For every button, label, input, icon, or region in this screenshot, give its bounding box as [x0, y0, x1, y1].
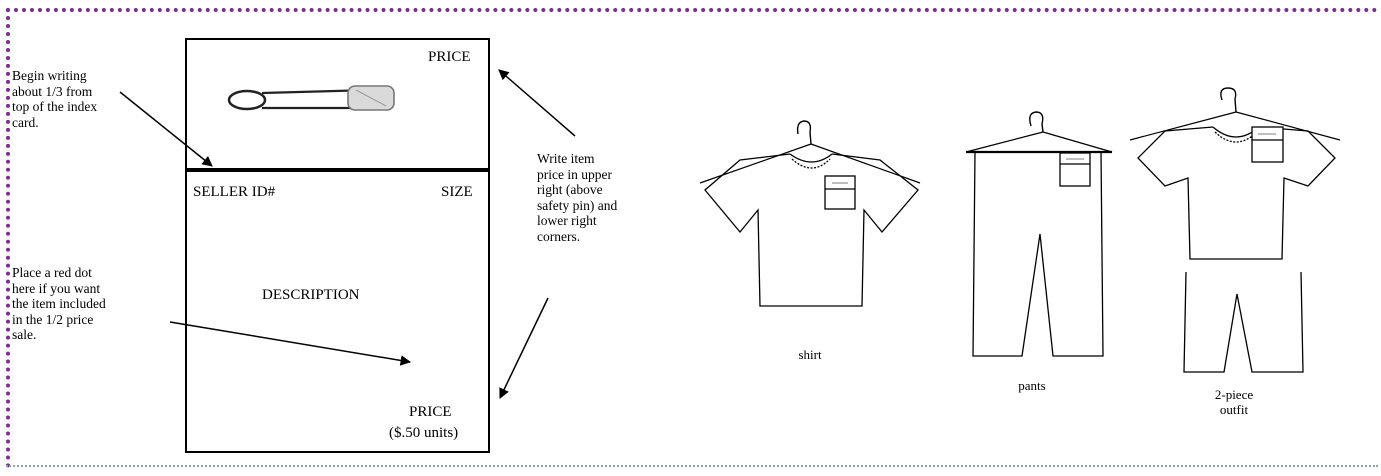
price-tag-icon: [1252, 127, 1283, 162]
hanger-icon: [798, 121, 811, 144]
hanger-icon: [1030, 112, 1043, 132]
caption-pants: pants: [1002, 378, 1062, 393]
caption-line: 2-piece: [1194, 387, 1274, 402]
outfit-drawing: [1130, 88, 1340, 372]
caption-outfit: 2-piece outfit: [1194, 387, 1274, 417]
arrow-price-top: [499, 70, 575, 136]
price-tag-icon: [1060, 153, 1090, 186]
hanger-icon: [1221, 88, 1236, 112]
arrow-red-dot: [170, 322, 410, 362]
price-tag-icon: [825, 176, 855, 209]
safety-pin-icon: [229, 86, 394, 110]
arrow-price-bottom: [500, 298, 548, 398]
shirt-drawing: [700, 121, 920, 306]
pants-drawing: [966, 112, 1112, 356]
caption-line: outfit: [1194, 402, 1274, 417]
caption-shirt: shirt: [780, 347, 840, 362]
arrow-begin-writing: [120, 92, 212, 166]
